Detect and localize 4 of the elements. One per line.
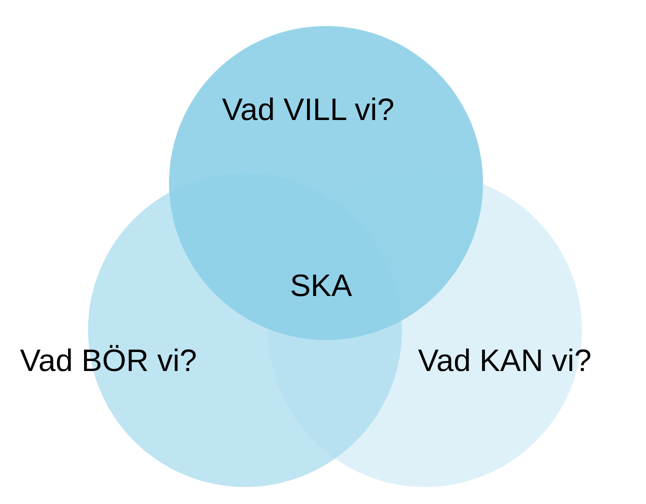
circle-label: Vad BÖR vi? [20,343,197,379]
circle-label: Vad KAN vi? [418,343,592,379]
overlap-label: SKA [290,268,352,304]
circle-label: Vad VILL vi? [222,92,394,128]
